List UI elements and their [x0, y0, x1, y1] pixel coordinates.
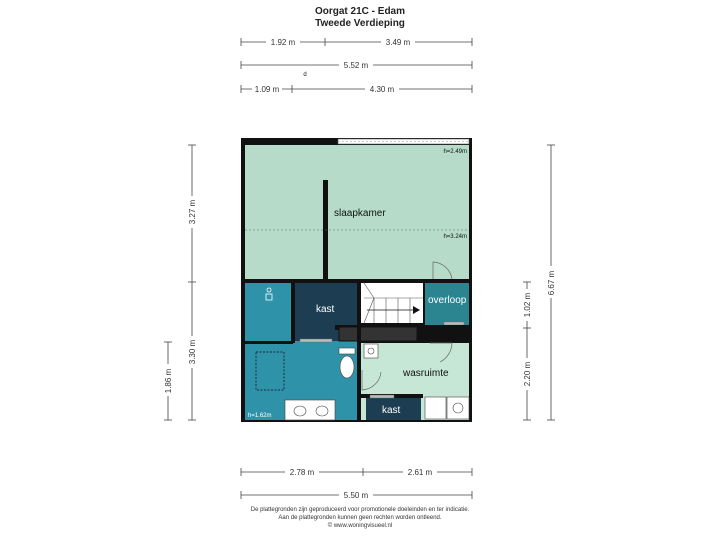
label-kast-upper: kast — [316, 304, 335, 315]
dim-top-4: 4.30 m — [370, 85, 395, 94]
washing-machine-icon — [424, 396, 447, 420]
railing — [338, 326, 418, 342]
stair-arrow-icon — [413, 306, 420, 314]
bedroom-door — [432, 261, 453, 280]
label-overloop: overloop — [428, 295, 467, 306]
toilet-icon — [339, 355, 355, 379]
footer-disclaimer: De plattegronden zijn geproduceerd voor … — [250, 507, 470, 513]
dim-left-2: 3.30 m — [188, 339, 197, 364]
dim-left-3: 1.86 m — [164, 368, 173, 393]
label-wasruimte: wasruimte — [402, 368, 449, 379]
bath-mat — [255, 351, 285, 391]
plan-title: Oorgat 21C - Edam — [314, 6, 406, 17]
dryer-icon — [446, 396, 470, 420]
dim-top-2: 3.49 m — [386, 38, 411, 47]
height-h2: h=3.24m — [443, 234, 467, 240]
wasruimte-door — [361, 370, 382, 391]
dim-right-2: 1.02 m — [523, 292, 532, 317]
dim-top-total: 5.52 m — [344, 61, 369, 70]
room-slaapkamer — [245, 145, 469, 279]
label-slaapkamer: slaapkamer — [334, 208, 386, 219]
footer-rights: Aan de plattegronden kunnen geen rechten… — [278, 515, 442, 521]
dim-right-3: 2.20 m — [523, 361, 532, 386]
dim-left-1: 3.27 m — [188, 199, 197, 224]
shower-head-icon — [266, 287, 272, 293]
dim-right-1: 6.67 m — [547, 270, 556, 295]
dim-bottom-1: 2.78 m — [290, 468, 315, 477]
height-h3: h=1.62m — [248, 413, 272, 419]
dim-bottom-2: 2.61 m — [408, 468, 433, 477]
drain-icon — [265, 293, 273, 301]
dim-top-3: 1.09 m — [255, 85, 280, 94]
dim-top-1: 1.92 m — [271, 38, 296, 47]
sink-icon — [284, 399, 336, 421]
footer-copyright[interactable]: © www.woningvisueel.nl — [327, 523, 393, 529]
floor-name: Tweede Verdieping — [315, 18, 405, 29]
room-overloop — [425, 283, 469, 325]
boiler-icon — [367, 347, 375, 355]
dim-marker: d — [303, 72, 306, 78]
room-kast-lower — [366, 398, 421, 420]
dim-bottom-total: 5.50 m — [344, 491, 369, 500]
stairs — [361, 283, 423, 323]
label-kast-lower: kast — [382, 405, 401, 416]
height-h1: h=2.49m — [443, 149, 467, 155]
